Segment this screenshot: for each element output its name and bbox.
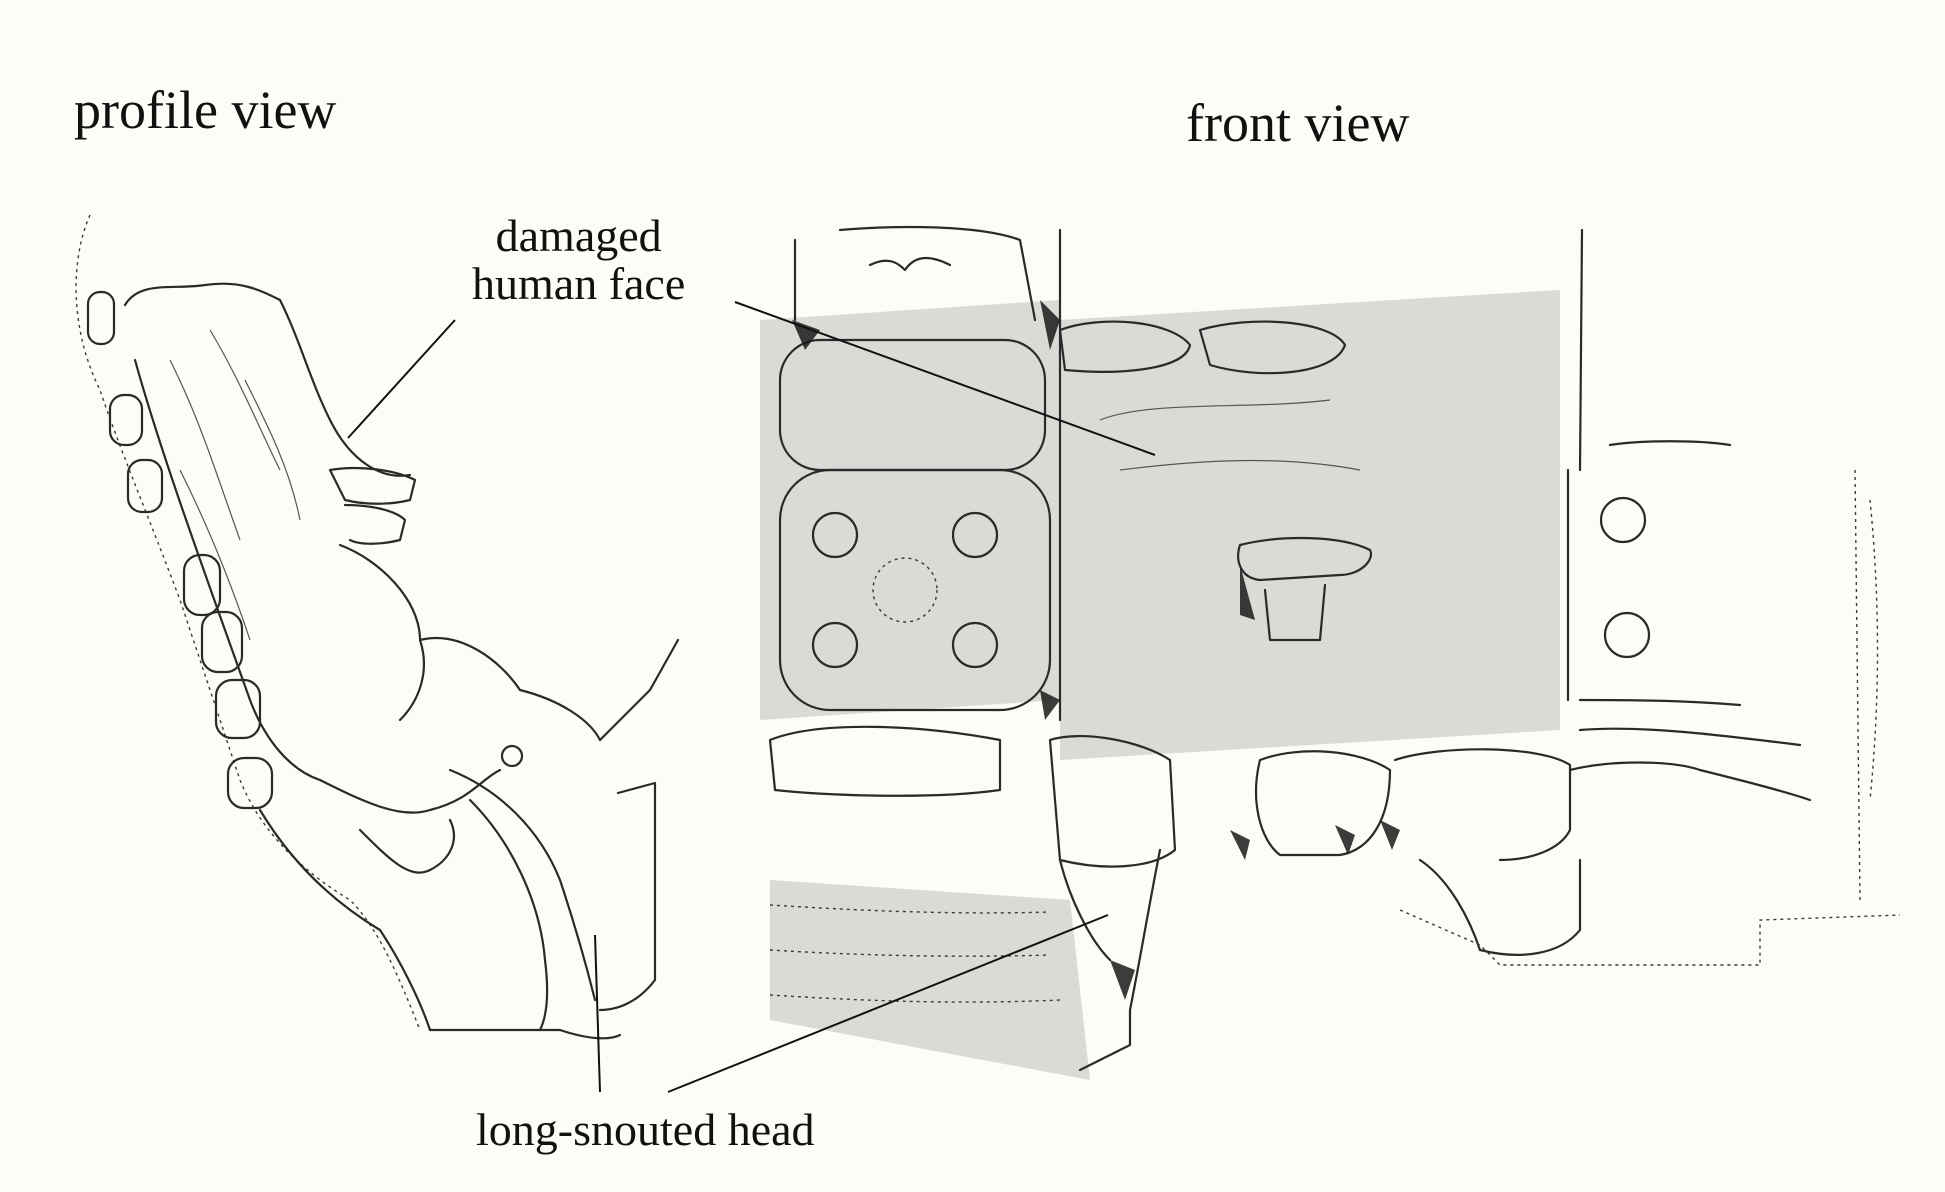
front-snout-shadow bbox=[1110, 960, 1135, 1000]
profile-base bbox=[258, 808, 562, 1032]
front-stipple-center bbox=[1060, 290, 1560, 760]
profile-column-front bbox=[133, 358, 322, 782]
front-lower-head-center bbox=[1254, 750, 1392, 857]
profile-back-edge bbox=[598, 638, 680, 742]
leader-snout-to-front bbox=[667, 914, 1109, 1093]
front-right-dot-1 bbox=[1599, 496, 1647, 544]
profile-crack-lines bbox=[169, 329, 301, 641]
front-lower-eyes bbox=[1230, 820, 1400, 860]
front-glyph-center bbox=[872, 557, 938, 623]
profile-bead-5 bbox=[200, 610, 244, 674]
front-glyph-dot-4 bbox=[951, 621, 999, 669]
front-glyph-dot-3 bbox=[811, 621, 859, 669]
front-face-damage-lines bbox=[1099, 399, 1361, 471]
front-stipple-left bbox=[760, 300, 1060, 720]
front-left-lower-block bbox=[768, 725, 1002, 797]
front-face-nose-ridge bbox=[1237, 536, 1373, 582]
profile-bead-4 bbox=[182, 553, 222, 617]
front-lower-head-left bbox=[1048, 734, 1177, 868]
damaged-face-callout-line-1: damaged bbox=[495, 210, 662, 261]
front-top-block bbox=[793, 225, 1037, 322]
profile-bead-2 bbox=[108, 393, 144, 447]
front-glyph-dot-1 bbox=[811, 511, 859, 559]
front-right-lower-ovals bbox=[1568, 761, 1812, 802]
front-snout-inner bbox=[1058, 858, 1112, 962]
profile-face-nose bbox=[328, 466, 417, 505]
front-right-edge bbox=[1854, 469, 1879, 901]
profile-curve-2 bbox=[468, 798, 549, 1032]
profile-column-top bbox=[123, 282, 412, 477]
front-right-band bbox=[1578, 698, 1802, 747]
long-snouted-head-callout: long-snouted head bbox=[476, 1104, 815, 1155]
leader-face-to-profile bbox=[347, 319, 456, 439]
damaged-face-callout: damaged human face bbox=[472, 210, 686, 310]
front-top-mark bbox=[868, 257, 952, 272]
front-face-mouth bbox=[1263, 583, 1327, 642]
front-right-dot-2 bbox=[1603, 611, 1651, 659]
profile-face-lip bbox=[343, 503, 407, 545]
front-base-plinth bbox=[1399, 909, 1901, 966]
leader-face-to-front bbox=[734, 301, 1156, 456]
profile-bead-1 bbox=[86, 290, 116, 346]
front-glyph-dot-2 bbox=[951, 511, 999, 559]
profile-bead-6 bbox=[214, 678, 262, 740]
leader-snout-to-profile bbox=[594, 934, 601, 1093]
front-left-glyph-block bbox=[778, 468, 1052, 712]
front-top-oval-1 bbox=[1058, 320, 1192, 373]
profile-back-plate bbox=[598, 781, 657, 1012]
front-top-oval-2 bbox=[1198, 320, 1347, 375]
profile-curve-1 bbox=[448, 768, 597, 1002]
front-lower-head-right bbox=[1393, 748, 1572, 862]
profile-view-drawing bbox=[75, 214, 680, 1040]
profile-snout-jaw bbox=[318, 768, 502, 814]
profile-face-chin bbox=[338, 543, 425, 722]
front-right-top-edge bbox=[1608, 440, 1732, 447]
profile-base-end bbox=[558, 1028, 622, 1040]
front-view-drawing bbox=[760, 225, 1901, 1080]
front-snout-projection bbox=[1418, 858, 1582, 956]
front-stipple-bottom bbox=[770, 880, 1090, 1080]
profile-snout-eye bbox=[500, 744, 524, 768]
profile-view-title: profile view bbox=[74, 80, 337, 140]
profile-bead-7 bbox=[226, 756, 274, 810]
front-base-bands bbox=[769, 904, 1061, 1003]
front-column-dividers bbox=[1058, 228, 1584, 722]
profile-bead-3 bbox=[126, 458, 164, 514]
front-view-title: front view bbox=[1186, 93, 1410, 153]
profile-snout-top bbox=[418, 637, 602, 742]
front-snout-drop bbox=[1078, 848, 1162, 1072]
profile-snout-mouth bbox=[358, 818, 455, 874]
profile-outer-edge bbox=[75, 214, 421, 1031]
damaged-face-callout-line-2: human face bbox=[472, 258, 686, 310]
